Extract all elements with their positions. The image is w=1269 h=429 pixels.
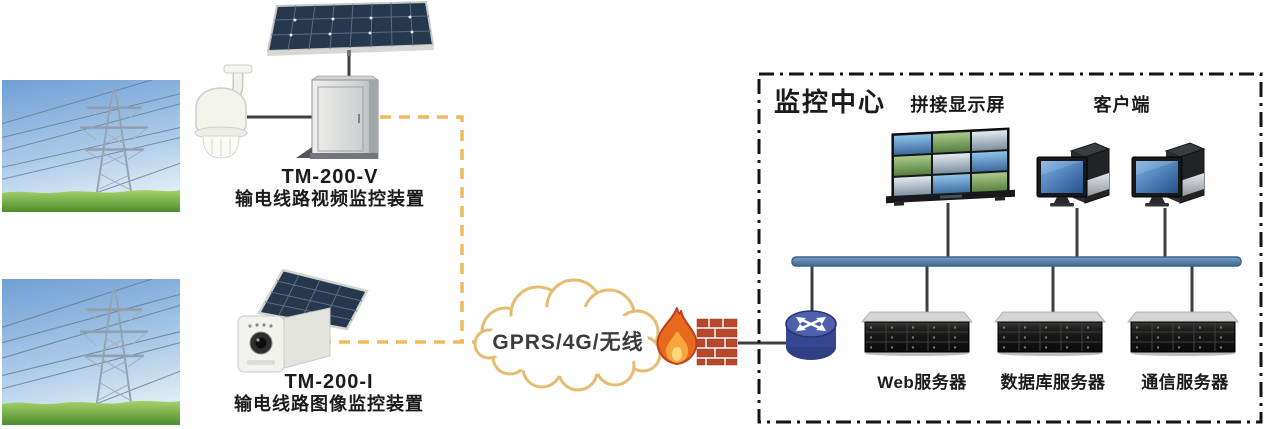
desktop-pc-icon-2 xyxy=(1131,142,1205,207)
clients-label: 客户端 xyxy=(1093,95,1151,115)
web-server-label: Web服务器 xyxy=(877,373,967,392)
monitoring-center-title: 监控中心 xyxy=(774,87,887,117)
video-wall-icon xyxy=(886,127,1015,206)
rack-server-icon-comm xyxy=(1127,311,1239,357)
cloud-icon xyxy=(473,278,662,392)
image-device-name: 输电线路图像监控装置 xyxy=(234,394,424,414)
wired-links xyxy=(247,52,1194,345)
ptz-camera-icon xyxy=(194,64,253,159)
image-device-model: TM-200-I xyxy=(284,371,374,393)
transmission-tower-photo-top xyxy=(2,80,180,212)
solar-panel-icon xyxy=(266,0,435,56)
monitoring-center-border xyxy=(757,72,1263,424)
rack-server-icon-web xyxy=(861,311,973,357)
video-device-model: TM-200-V xyxy=(281,166,379,188)
cloud-label: GPRS/4G/无线 xyxy=(492,331,644,354)
desktop-pc-icon-1 xyxy=(1036,142,1110,207)
transmission-tower-photo-bottom xyxy=(2,279,180,425)
router-icon xyxy=(785,310,837,360)
control-cabinet-icon xyxy=(296,75,380,159)
video-device-label-group: TM-200-V 输电线路视频监控装置 xyxy=(222,165,438,211)
display-wall-label: 拼接显示屏 xyxy=(910,95,1006,115)
db-server-label: 数据库服务器 xyxy=(1000,373,1106,392)
image-device-label-group: TM-200-I 输电线路图像监控装置 xyxy=(220,370,438,416)
firewall-icon xyxy=(656,307,738,366)
rack-server-icon-db xyxy=(994,311,1106,357)
video-device-to-cloud-link xyxy=(380,115,464,342)
solar-camera-icon xyxy=(237,268,369,373)
video-device-name: 输电线路视频监控装置 xyxy=(235,189,425,209)
lan-bus xyxy=(791,256,1242,267)
comm-server-label: 通信服务器 xyxy=(1141,373,1229,392)
